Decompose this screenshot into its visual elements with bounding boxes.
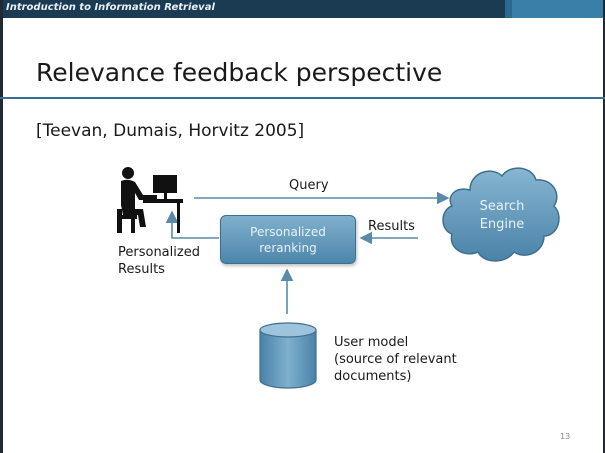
right-border	[603, 0, 605, 453]
search-engine-label: Search Engine	[462, 198, 542, 234]
personalized-reranking-box: Personalized reranking	[220, 215, 356, 264]
personalized-results-line-1: Personalized	[118, 245, 200, 260]
page-number: 13	[560, 432, 571, 441]
personalized-results-label: Personalized Results	[118, 244, 200, 278]
user-model-line-3: documents)	[334, 369, 412, 384]
header-bar: Introduction to Information Retrieval	[0, 0, 605, 18]
search-engine-line-2: Engine	[479, 217, 525, 232]
database-cylinder-icon	[259, 322, 317, 389]
title-divider	[0, 97, 605, 99]
personalized-results-line-2: Results	[118, 262, 165, 277]
header-accent	[512, 0, 605, 18]
reranking-label: Personalized reranking	[221, 224, 355, 256]
header-accent-dark	[505, 0, 512, 18]
results-label: Results	[368, 219, 415, 234]
query-label: Query	[289, 178, 329, 193]
reranking-line-2: reranking	[259, 241, 317, 255]
cloud-icon	[442, 167, 560, 262]
person-at-computer-icon	[117, 167, 183, 233]
course-title: Introduction to Information Retrieval	[6, 2, 215, 13]
search-engine-line-1: Search	[479, 199, 525, 214]
user-model-line-2: (source of relevant	[334, 352, 457, 367]
citation: [Teevan, Dumais, Horvitz 2005]	[36, 121, 305, 141]
slide-title: Relevance feedback perspective	[36, 58, 443, 87]
personalized-results-arrow	[165, 210, 219, 239]
reranking-line-1: Personalized	[250, 225, 326, 239]
user-model-line-1: User model	[334, 335, 409, 350]
left-border	[0, 0, 3, 453]
user-model-label: User model (source of relevant documents…	[334, 334, 457, 385]
